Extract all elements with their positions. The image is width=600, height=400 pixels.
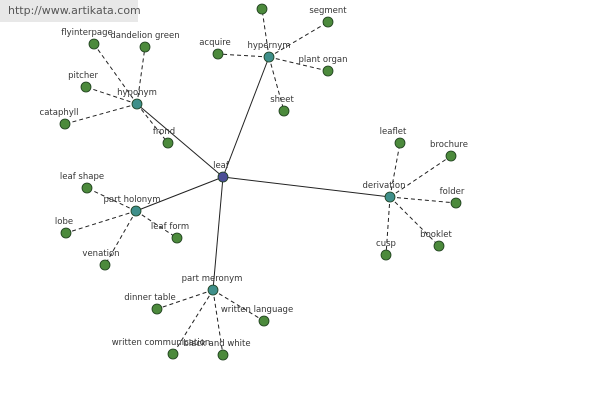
node-dandelion-green[interactable]	[139, 41, 151, 53]
label-part-holonym: part holonym	[104, 195, 161, 205]
label-plant-organ: plant organ	[299, 55, 348, 65]
edge-derivation-leaflet	[389, 142, 401, 198]
edge-leaf-part-meronym	[212, 176, 224, 291]
label-dinner-table: dinner table	[124, 293, 176, 303]
node-hyponym[interactable]	[131, 98, 143, 110]
node-segment[interactable]	[322, 16, 334, 28]
label-frond: frond	[153, 127, 175, 137]
label-cusp: cusp	[376, 239, 396, 249]
label-derivation: derivation	[362, 181, 405, 191]
edge-hyponym-flyinterpage	[93, 43, 138, 105]
label-dandelion-green: dandelion green	[110, 31, 179, 41]
node-cataphyll[interactable]	[59, 118, 71, 130]
edge-hypernym-plant-organ	[268, 56, 329, 72]
edge-leaf-derivation	[222, 176, 391, 198]
label-booklet: booklet	[420, 230, 452, 240]
edge-part-holonym-leaf-shape	[86, 187, 137, 212]
node-part-meronym[interactable]	[207, 284, 219, 296]
edge-part-holonym-lobe	[65, 210, 137, 234]
label-written-comm: written communication	[112, 338, 211, 348]
label-lobe: lobe	[55, 217, 73, 227]
node-derivation[interactable]	[384, 191, 396, 203]
node-pitcher[interactable]	[80, 81, 92, 93]
label-leaf-form: leaf form	[151, 222, 189, 232]
edge-hypernym-sheet	[268, 56, 285, 112]
label-acquire: acquire	[199, 38, 231, 48]
edge-part-meronym-dinner-table	[156, 289, 214, 310]
node-top-a[interactable]	[256, 3, 268, 15]
labels-layer: leaf hypernym hyponym part holonym part mero…	[40, 6, 468, 349]
label-black-white: black and white	[183, 339, 250, 349]
node-leaf-shape[interactable]	[81, 182, 93, 194]
node-brochure[interactable]	[445, 150, 457, 162]
edge-part-meronym-written-comm	[172, 289, 214, 355]
edge-hypernym-segment	[268, 21, 329, 58]
node-written-comm[interactable]	[167, 348, 179, 360]
node-hypernym[interactable]	[263, 51, 275, 63]
edge-derivation-brochure	[389, 155, 452, 198]
node-acquire[interactable]	[212, 48, 224, 60]
edge-hyponym-pitcher	[85, 86, 138, 105]
edges-layer	[64, 8, 457, 356]
edge-part-holonym-venation	[104, 210, 137, 266]
edge-derivation-cusp	[385, 196, 391, 256]
edge-hypernym-acquire	[217, 53, 270, 58]
site-url-watermark: http://www.artikata.com	[0, 0, 141, 22]
label-venation: venation	[82, 249, 119, 259]
label-cataphyll: cataphyll	[40, 108, 79, 118]
label-brochure: brochure	[430, 140, 468, 150]
node-flyinterpage[interactable]	[88, 38, 100, 50]
label-pitcher: pitcher	[68, 71, 98, 81]
nodes-layer	[59, 3, 462, 361]
node-black-white[interactable]	[217, 349, 229, 361]
label-leaflet: leaflet	[380, 127, 407, 137]
label-folder: folder	[440, 187, 465, 197]
edge-derivation-folder	[389, 196, 457, 204]
label-leaf-shape: leaf shape	[60, 172, 104, 182]
label-hyponym: hyponym	[117, 88, 157, 98]
node-plant-organ[interactable]	[322, 65, 334, 77]
node-leaflet[interactable]	[394, 137, 406, 149]
edge-hyponym-frond	[136, 103, 169, 144]
edge-hyponym-dandelion-green	[136, 46, 146, 105]
label-written-language: written language	[221, 305, 293, 315]
edge-part-holonym-leaf-form	[135, 210, 178, 239]
label-leaf: leaf	[213, 161, 230, 171]
node-cusp[interactable]	[380, 249, 392, 261]
edge-derivation-booklet	[389, 196, 440, 247]
node-frond[interactable]	[162, 137, 174, 149]
edge-hyponym-cataphyll	[64, 103, 138, 125]
node-booklet[interactable]	[433, 240, 445, 252]
edge-leaf-hyponym	[136, 103, 224, 178]
node-written-language[interactable]	[258, 315, 270, 327]
label-sheet: sheet	[270, 95, 294, 105]
edge-part-meronym-written-language	[212, 289, 265, 322]
node-lobe[interactable]	[60, 227, 72, 239]
node-sheet[interactable]	[278, 105, 290, 117]
node-part-holonym[interactable]	[130, 205, 142, 217]
edge-hypernym-top-a	[261, 8, 270, 58]
node-folder[interactable]	[450, 197, 462, 209]
label-flyinterpage: flyinterpage	[61, 28, 112, 38]
edge-leaf-part-holonym	[135, 176, 224, 212]
node-dinner-table[interactable]	[151, 303, 163, 315]
edge-part-meronym-black-white	[212, 289, 224, 356]
label-segment: segment	[309, 6, 347, 16]
label-part-meronym: part meronym	[182, 274, 243, 284]
edge-leaf-hypernym	[222, 56, 270, 178]
node-leaf[interactable]	[217, 171, 229, 183]
label-hypernym: hypernym	[247, 41, 290, 51]
node-venation[interactable]	[99, 259, 111, 271]
node-leaf-form[interactable]	[171, 232, 183, 244]
